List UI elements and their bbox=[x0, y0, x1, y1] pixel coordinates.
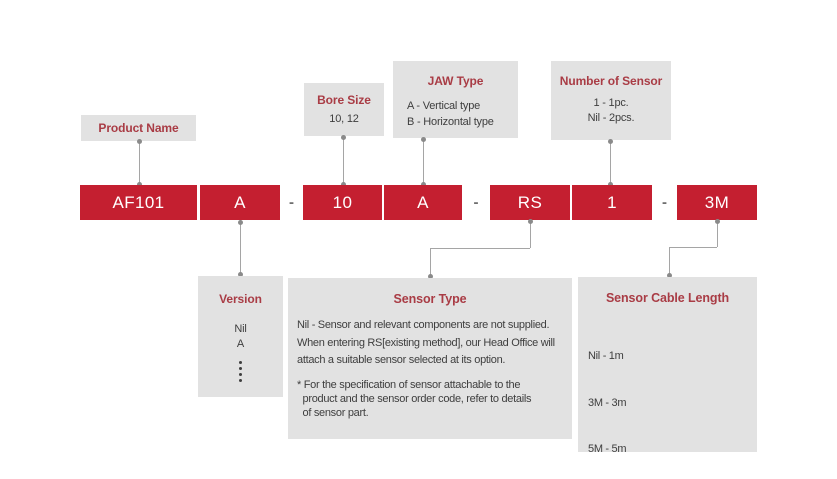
connector-dot bbox=[527, 219, 533, 224]
bore-size-values: 10, 12 bbox=[329, 113, 359, 125]
sensor-type-description: Nil - Sensor and relevant components are… bbox=[297, 319, 555, 366]
connector-cable-length-line bbox=[716, 220, 718, 247]
sensor-cable-length-label-box: Sensor Cable Length Nil - 1m 3M - 3m 5M … bbox=[578, 277, 757, 455]
connector-dot bbox=[714, 218, 720, 224]
connector-dot bbox=[420, 181, 426, 187]
connector-jaw-type-line bbox=[422, 138, 424, 185]
number-of-sensor-options: 1 - 1pc. Nil - 2pcs. bbox=[551, 96, 671, 126]
connector-cable-length-line bbox=[668, 247, 670, 277]
code-segment-bore-size: 10 bbox=[303, 185, 382, 220]
code-segment-sensor-count: 1 bbox=[572, 185, 652, 220]
bore-size-label-box: Bore Size 10, 12 bbox=[304, 83, 384, 136]
jaw-type-option-b: B - Horizontal type bbox=[407, 116, 494, 128]
sensor-type-title: Sensor Type bbox=[393, 292, 467, 306]
version-title: Version bbox=[219, 292, 262, 306]
connector-bore-size-line bbox=[342, 136, 344, 185]
code-segment-jaw-type: A bbox=[384, 185, 462, 220]
cable-option-5m: 5M - 5m bbox=[588, 443, 627, 455]
connector-sensor-type-line bbox=[429, 247, 530, 249]
version-options: Nil A bbox=[198, 322, 283, 352]
connector-sensor-type-line bbox=[429, 248, 431, 278]
code-segment-version: A bbox=[200, 185, 280, 220]
ellipsis-dots bbox=[198, 359, 283, 383]
cable-option-nil: Nil - 1m bbox=[588, 350, 624, 362]
product-name-label-box: Product Name bbox=[81, 115, 196, 141]
connector-dot bbox=[420, 136, 426, 142]
jaw-type-title: JAW Type bbox=[427, 74, 484, 88]
cable-option-3m: 3M - 3m bbox=[588, 396, 627, 409]
version-option-a: A bbox=[236, 338, 245, 350]
version-label-box: Version Nil A bbox=[198, 276, 283, 397]
code-segment-product: AF101 bbox=[80, 185, 197, 220]
cable-length-options: Nil - 1m 3M - 3m 5M - 5m Q - Quick conne… bbox=[578, 318, 757, 479]
connector-cable-length-line bbox=[668, 246, 717, 248]
code-separator: - bbox=[662, 194, 667, 211]
connector-dot bbox=[666, 272, 672, 278]
code-separator: - bbox=[473, 194, 479, 211]
connector-dot bbox=[136, 181, 142, 187]
connector-dot bbox=[607, 181, 613, 187]
connector-dot bbox=[427, 273, 433, 279]
jaw-type-label-box: JAW Type A - Vertical type B - Horizonta… bbox=[393, 61, 518, 138]
code-segment-sensor-type: RS bbox=[490, 185, 570, 220]
connector-dot bbox=[237, 219, 243, 225]
connector-sensor-count-line bbox=[609, 140, 611, 185]
connector-product-name-line bbox=[138, 141, 140, 185]
connector-dot bbox=[340, 135, 346, 140]
bore-size-title: Bore Size bbox=[317, 93, 371, 107]
connector-dot bbox=[607, 138, 613, 144]
jaw-type-options: A - Vertical type B - Horizontal type bbox=[393, 98, 518, 130]
connector-dot bbox=[237, 272, 243, 277]
connector-version-line bbox=[239, 220, 241, 276]
connector-dot bbox=[136, 138, 142, 144]
connector-dot bbox=[340, 181, 346, 187]
sensor-cable-length-title: Sensor Cable Length bbox=[605, 291, 730, 305]
product-name-title: Product Name bbox=[98, 121, 179, 135]
sensor-count-option-nil: Nil - 2pcs. bbox=[587, 112, 635, 124]
code-separator: - bbox=[289, 194, 294, 211]
code-segment-cable-length: 3M bbox=[677, 185, 757, 220]
connector-sensor-type-line bbox=[529, 220, 531, 248]
number-of-sensor-label-box: Number of Sensor 1 - 1pc. Nil - 2pcs. bbox=[551, 61, 671, 140]
sensor-count-option-1: 1 - 1pc. bbox=[593, 97, 629, 109]
sensor-type-label-box: Sensor Type Nil - Sensor and relevant co… bbox=[288, 278, 572, 439]
number-of-sensor-title: Number of Sensor bbox=[559, 74, 663, 88]
version-option-nil: Nil bbox=[234, 323, 247, 335]
jaw-type-option-a: A - Vertical type bbox=[407, 100, 481, 112]
sensor-type-note: * For the specification of sensor attach… bbox=[297, 378, 532, 419]
